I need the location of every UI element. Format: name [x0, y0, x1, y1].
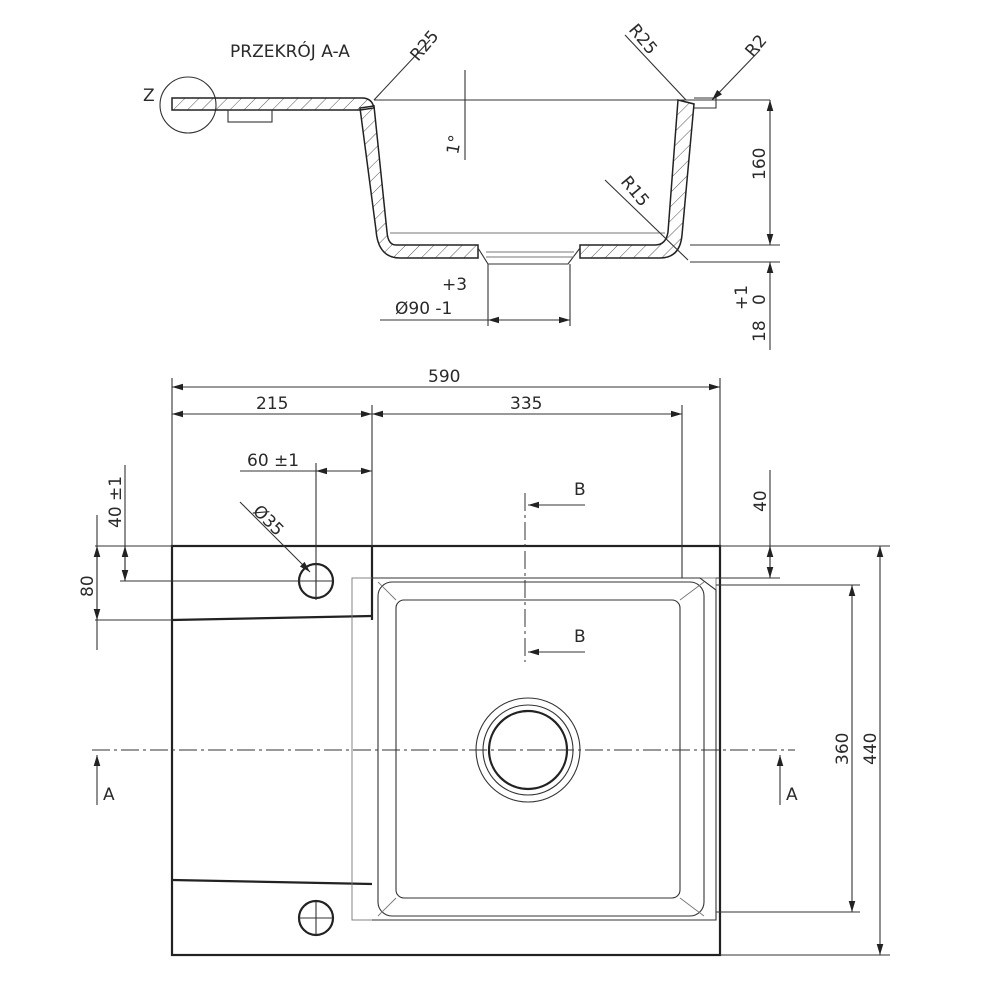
section-b-bottom-label: B: [574, 627, 586, 647]
bowl-corner: [679, 581, 705, 601]
bowl-bottom: [395, 599, 681, 899]
leader-r15: [604, 179, 689, 261]
section-a-right-label: A: [786, 785, 798, 805]
thickness-label: 18: [750, 320, 770, 342]
drain-outlet: [477, 247, 581, 265]
leader-r25-left: [373, 39, 431, 101]
deck-rib: [227, 109, 273, 123]
bowl-left-wall: [359, 105, 479, 259]
radius-right-label: R25: [624, 20, 661, 58]
radius-edge-label: R2: [742, 31, 772, 61]
right-rim: [694, 97, 717, 109]
deck-section: [171, 97, 375, 111]
width-bowl-label: 335: [510, 394, 542, 414]
drain-tol-plus: +3: [442, 275, 467, 295]
bowl-corner: [377, 897, 397, 917]
thickness-tol-minus: 0: [750, 294, 770, 305]
section-view: PRZEKRÓJ A-A Z R25 R25 R2 R15 1° 160 1: [143, 20, 780, 350]
width-total-label: 590: [428, 367, 460, 387]
drain-dia-label: Ø90 -1: [395, 299, 452, 319]
radius-bottom-label: R15: [616, 172, 653, 210]
bowl-offset-label: 40: [751, 490, 771, 512]
drainer-edge-bottom: [171, 878, 373, 886]
bowl-rim: [372, 577, 717, 921]
bowl-rim-outer: [351, 577, 717, 921]
bowl-edge: [377, 581, 705, 917]
tap-offset-label: 60 ±1: [247, 451, 299, 471]
angle-label: 1°: [443, 133, 466, 156]
width-drainer-label: 215: [256, 394, 288, 414]
leader-r2: [711, 49, 761, 101]
depth-total-label: 440: [861, 733, 881, 765]
section-b-top-label: B: [574, 480, 586, 500]
tap-offset-v-label: 40 ±1: [106, 476, 126, 528]
tap-dia-label: Ø35: [248, 501, 287, 540]
leader-r25-right: [624, 34, 687, 101]
depth-label: 160: [750, 148, 770, 180]
section-a-left-label: A: [103, 785, 115, 805]
section-title: PRZEKRÓJ A-A: [230, 40, 350, 62]
plan-view: B B A A 590 215 335 60 ±1 Ø35 40 ±1 80: [78, 367, 890, 957]
bowl-corner: [377, 581, 397, 601]
detail-label: Z: [143, 86, 155, 106]
bowl-depth-label: 360: [833, 733, 853, 765]
bowl-corner: [679, 897, 705, 917]
drainer-edge-top: [171, 614, 373, 622]
drainer-edge-label: 80: [78, 575, 98, 597]
thickness-tol-plus: +1: [732, 285, 752, 310]
tap-dia-leader: [239, 501, 311, 573]
